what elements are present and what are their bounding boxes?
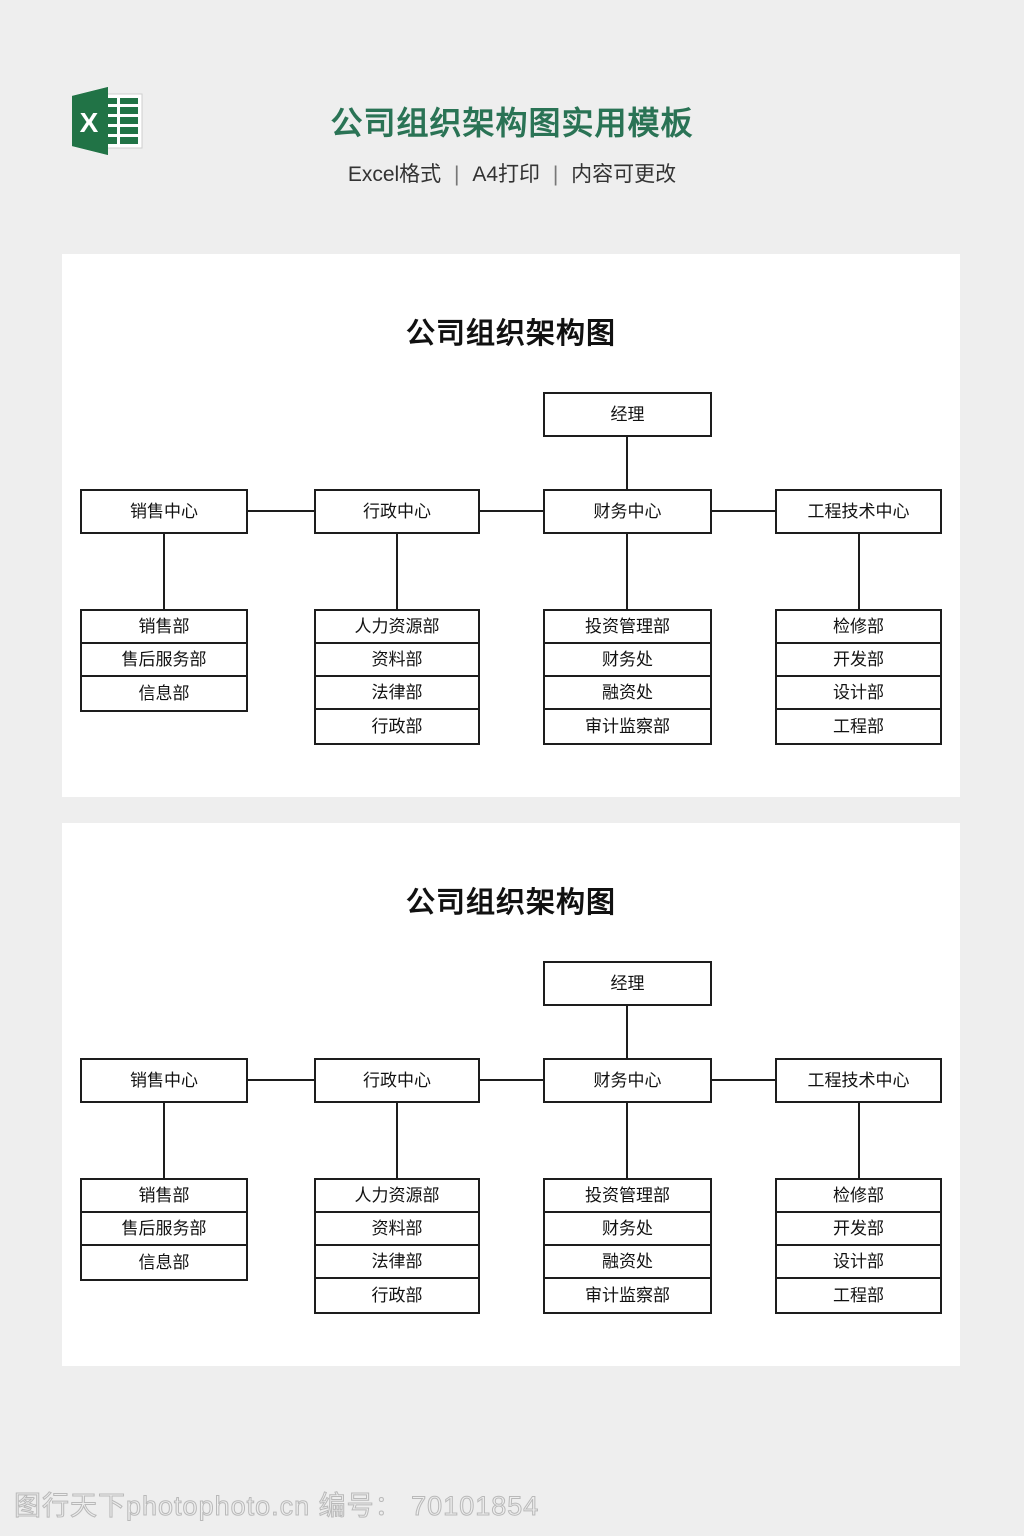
department-list-finance: 投资管理部 财务处 融资处 审计监察部 <box>543 1178 712 1314</box>
list-item[interactable]: 工程部 <box>833 717 884 736</box>
page-subtitle: Excel格式 | A4打印 | 内容可更改 <box>0 158 1024 188</box>
connector-finance-to-engineering <box>712 510 775 512</box>
connector-manager-to-finance <box>626 437 628 489</box>
connector-engineering-to-departments <box>858 534 860 609</box>
subtitle-part-format: Excel格式 <box>347 163 442 186</box>
list-item[interactable]: 审计监察部 <box>585 717 670 736</box>
org-chart-title: 公司组织架构图 <box>405 887 616 919</box>
department-list-sales: 销售部 售后服务部 信息部 <box>80 609 248 712</box>
list-item[interactable]: 法律部 <box>316 1246 478 1279</box>
list-item[interactable]: 检修部 <box>777 1180 940 1213</box>
page-header: X 公司组织架构图实用模板 Excel格式 | A4打印 | 内容可更改 <box>0 0 1024 254</box>
list-item[interactable]: 售后服务部 <box>82 1213 246 1246</box>
list-item[interactable]: 法律部 <box>316 677 478 710</box>
node-manager[interactable]: 经理 <box>543 392 712 437</box>
node-engineering-center[interactable]: 工程技术中心 <box>775 489 942 534</box>
list-item[interactable]: 审计监察部 <box>585 1286 670 1305</box>
node-sales-center[interactable]: 销售中心 <box>80 489 248 534</box>
node-finance-center[interactable]: 财务中心 <box>543 489 712 534</box>
list-item[interactable]: 信息部 <box>138 1253 190 1272</box>
org-chart-card-2: 公司组织架构图 经理 销售中心 行政中心 财务中心 工程技术中心 销售部 售后服… <box>62 823 960 1366</box>
list-item[interactable]: 检修部 <box>777 611 940 644</box>
list-item[interactable]: 人力资源部 <box>316 1180 478 1213</box>
node-finance-center[interactable]: 财务中心 <box>543 1058 712 1103</box>
watermark-text: 图行天下photophoto.cn 编号： 70101854 <box>13 1491 540 1522</box>
node-engineering-center[interactable]: 工程技术中心 <box>775 1058 942 1103</box>
subtitle-separator: | <box>454 163 460 186</box>
org-chart-diagram: 经理 销售中心 行政中心 财务中心 工程技术中心 销售部 售后服务部 信息部 人… <box>62 254 960 797</box>
department-list-admin: 人力资源部 资料部 法律部 行政部 <box>314 1178 480 1314</box>
list-item[interactable]: 行政部 <box>371 1286 423 1305</box>
list-item[interactable]: 投资管理部 <box>545 611 710 644</box>
list-item[interactable]: 财务处 <box>545 1213 710 1246</box>
node-manager[interactable]: 经理 <box>543 961 712 1006</box>
connector-finance-to-departments <box>626 534 628 609</box>
subtitle-part-print: A4打印 <box>472 163 541 186</box>
list-item[interactable]: 工程部 <box>833 1286 884 1305</box>
list-item[interactable]: 设计部 <box>777 1246 940 1279</box>
department-list-finance: 投资管理部 财务处 融资处 审计监察部 <box>543 609 712 745</box>
connector-manager-to-finance <box>626 1006 628 1058</box>
list-item[interactable]: 资料部 <box>316 644 478 677</box>
connector-admin-to-finance <box>480 1079 543 1081</box>
list-item[interactable]: 融资处 <box>545 677 710 710</box>
department-list-admin: 人力资源部 资料部 法律部 行政部 <box>314 609 480 745</box>
list-item[interactable]: 融资处 <box>545 1246 710 1279</box>
list-item[interactable]: 开发部 <box>777 644 940 677</box>
org-chart-card-1: 公司组织架构图 经理 销售中心 行政中心 财务中心 工程技术中心 销售部 售后服… <box>62 254 960 797</box>
connector-engineering-to-departments <box>858 1103 860 1178</box>
connector-sales-to-departments <box>163 534 165 609</box>
svg-text:X: X <box>80 107 99 138</box>
node-admin-center[interactable]: 行政中心 <box>314 489 480 534</box>
department-list-engineering: 检修部 开发部 设计部 工程部 <box>775 609 942 745</box>
page-title: 公司组织架构图实用模板 <box>330 105 694 141</box>
subtitle-separator: | <box>552 163 559 186</box>
excel-logo: X <box>68 82 146 160</box>
connector-finance-to-engineering <box>712 1079 775 1081</box>
list-item[interactable]: 销售部 <box>82 1180 246 1213</box>
list-item[interactable]: 销售部 <box>82 611 246 644</box>
list-item[interactable]: 资料部 <box>316 1213 478 1246</box>
org-chart-title: 公司组织架构图 <box>405 318 616 350</box>
connector-sales-to-admin <box>248 1079 314 1081</box>
list-item[interactable]: 售后服务部 <box>82 644 246 677</box>
department-list-sales: 销售部 售后服务部 信息部 <box>80 1178 248 1281</box>
node-sales-center[interactable]: 销售中心 <box>80 1058 248 1103</box>
connector-admin-to-departments <box>396 534 398 609</box>
list-item[interactable]: 财务处 <box>545 644 710 677</box>
list-item[interactable]: 人力资源部 <box>316 611 478 644</box>
connector-finance-to-departments <box>626 1103 628 1178</box>
node-admin-center[interactable]: 行政中心 <box>314 1058 480 1103</box>
list-item[interactable]: 行政部 <box>371 717 423 736</box>
department-list-engineering: 检修部 开发部 设计部 工程部 <box>775 1178 942 1314</box>
connector-sales-to-admin <box>248 510 314 512</box>
list-item[interactable]: 投资管理部 <box>545 1180 710 1213</box>
connector-sales-to-departments <box>163 1103 165 1178</box>
list-item[interactable]: 设计部 <box>777 677 940 710</box>
connector-admin-to-departments <box>396 1103 398 1178</box>
org-chart-diagram: 经理 销售中心 行政中心 财务中心 工程技术中心 销售部 售后服务部 信息部 人… <box>62 823 960 1366</box>
subtitle-part-editable: 内容可更改 <box>571 163 677 186</box>
list-item[interactable]: 开发部 <box>777 1213 940 1246</box>
connector-admin-to-finance <box>480 510 543 512</box>
list-item[interactable]: 信息部 <box>138 684 190 703</box>
